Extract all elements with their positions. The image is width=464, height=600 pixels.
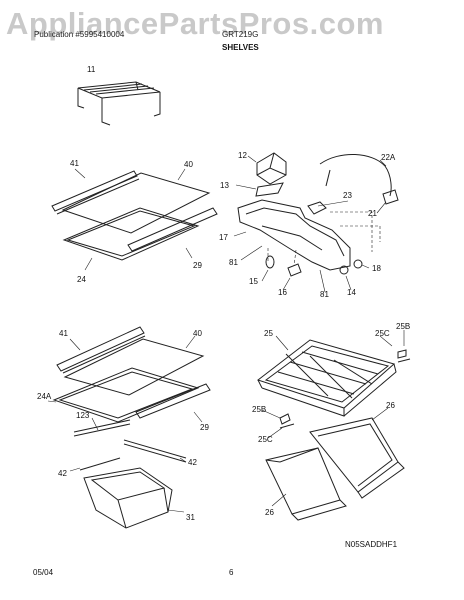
callout-24: 24 xyxy=(77,275,86,284)
callout-26: 26 xyxy=(265,508,274,517)
callout-21: 21 xyxy=(368,209,377,218)
footer-date: 05/04 xyxy=(33,568,54,577)
glass-shelf-lower xyxy=(47,326,211,529)
callout-25b: 25B xyxy=(396,322,410,331)
callout-26: 26 xyxy=(386,401,395,410)
callout-81: 81 xyxy=(229,258,238,267)
callout-18: 18 xyxy=(372,264,381,273)
callout-16: 16 xyxy=(278,288,287,297)
callout-11: 11 xyxy=(87,65,96,74)
callout-23: 23 xyxy=(343,191,352,200)
crisper-pan-rear xyxy=(309,417,399,493)
callout-123: 123 xyxy=(76,411,90,420)
callout-31: 31 xyxy=(186,513,195,522)
shelf-frame-upper xyxy=(62,207,200,261)
callout-81: 81 xyxy=(320,290,329,299)
callout-42: 42 xyxy=(58,469,67,478)
drawing-code: N05SADDHF1 xyxy=(345,540,398,549)
section-title: SHELVES xyxy=(222,43,259,52)
footer-page-number: 6 xyxy=(229,568,234,577)
shelf-trim-rear-upper xyxy=(127,207,218,252)
wire-harness xyxy=(319,153,392,197)
callout-25c: 25C xyxy=(258,435,273,444)
callout-22a: 22A xyxy=(381,153,396,162)
callout-24a: 24A xyxy=(37,392,52,401)
callout-12: 12 xyxy=(238,151,247,160)
crisper-drawer xyxy=(83,467,173,529)
crisper-pan-front xyxy=(265,447,341,515)
callout-25: 25 xyxy=(264,329,273,338)
callout-25b: 25B xyxy=(252,405,266,414)
callout-40: 40 xyxy=(193,329,202,338)
callout-41: 41 xyxy=(70,159,79,168)
model-number: GRT219G xyxy=(222,30,259,39)
control-housing xyxy=(237,199,351,271)
callout-15: 15 xyxy=(249,277,258,286)
glass-shelf-upper xyxy=(51,168,218,271)
callout-13: 13 xyxy=(220,181,229,190)
callout-14: 14 xyxy=(347,288,356,297)
callout-42: 42 xyxy=(188,458,197,467)
shelf-trim-front-upper xyxy=(51,170,138,212)
callout-40: 40 xyxy=(184,160,193,169)
callout-17: 17 xyxy=(219,233,228,242)
callout-29: 29 xyxy=(193,261,202,270)
callout-29: 29 xyxy=(200,423,209,432)
wire-shelf xyxy=(77,81,161,126)
glass-shelf-panel-upper xyxy=(61,172,211,234)
crisper-control-housing xyxy=(233,152,399,293)
watermark: AppliancePartsPros.com xyxy=(6,6,384,41)
callout-41: 41 xyxy=(59,329,68,338)
callout-25c: 25C xyxy=(375,329,390,338)
publication-number: Publication #5995410004 xyxy=(34,30,125,39)
callout-labels: 11 41 40 29 24 12 13 22A 23 21 17 81 15 … xyxy=(37,65,410,522)
crisper-cover-and-pans xyxy=(256,330,411,521)
